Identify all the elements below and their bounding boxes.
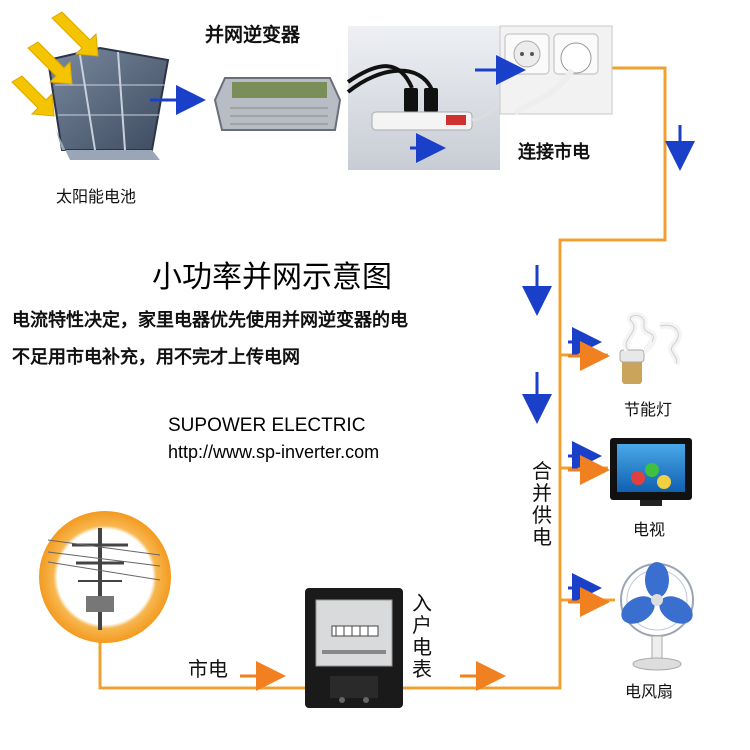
tv-icon: [610, 438, 692, 506]
power-strip-icon: [346, 26, 501, 170]
website-url: http://www.sp-inverter.com: [168, 442, 380, 462]
meter-label: 入户电表: [412, 591, 432, 681]
appliance-arrows: [568, 327, 610, 617]
solar-panel-icon: [46, 46, 170, 160]
lamp-label: 节能灯: [624, 400, 673, 419]
inverter-icon: [213, 77, 342, 131]
fan-icon: [620, 562, 694, 671]
grid-connect-label: 连接市电: [518, 142, 590, 163]
cfl-bulb-icon: [619, 312, 682, 384]
fan-label: 电风扇: [625, 682, 674, 701]
sun-arrow-icon: [11, 11, 99, 117]
electric-meter-icon: [305, 588, 403, 708]
description-line-2: 不足用市电补充，用不完才上传电网: [12, 347, 300, 368]
inverter-label: 并网逆变器: [205, 24, 301, 46]
tv-label: 电视: [633, 520, 666, 539]
utility-pole-icon: [39, 511, 171, 643]
mains-label: 市电: [188, 657, 228, 681]
combined-supply-label: 合并供电: [532, 459, 552, 549]
solar-label: 太阳能电池: [56, 187, 137, 206]
description-line-1: 电流特性决定，家里电器优先使用并网逆变器的电: [12, 310, 408, 331]
diagram-title: 小功率并网示意图: [152, 260, 392, 295]
brand-name: SUPOWER ELECTRIC: [168, 415, 366, 436]
